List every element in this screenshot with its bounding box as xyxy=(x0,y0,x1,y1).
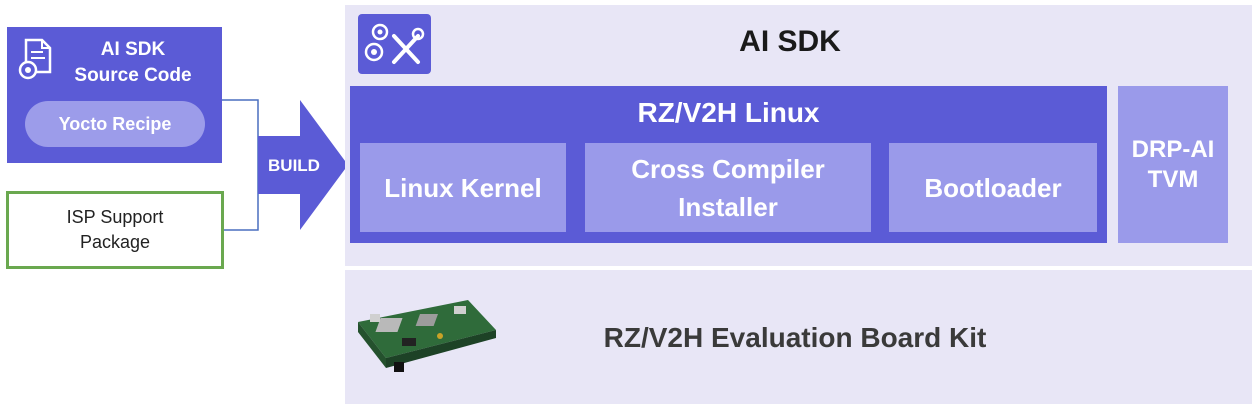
drp-ai-tvm-block: DRP-AI TVM xyxy=(1118,86,1228,243)
isp-line1: ISP Support xyxy=(66,207,164,227)
cross-compiler-block: Cross Compiler Installer xyxy=(585,143,871,232)
evaluation-board-title: RZ/V2H Evaluation Board Kit xyxy=(603,322,987,353)
cross-compiler-line2: Installer xyxy=(678,191,778,222)
gears-tools-icon xyxy=(358,14,431,74)
build-arrow-icon xyxy=(258,100,348,230)
bootloader-label: Bootloader xyxy=(924,172,1062,203)
isp-support-package-box: ISP Support Package xyxy=(6,191,224,269)
rzv2h-linux-title: RZ/V2H Linux xyxy=(637,97,820,128)
ai-sdk-title: AI SDK xyxy=(739,25,841,58)
cross-compiler-line1: Cross Compiler xyxy=(631,153,825,184)
drp-line2: TVM xyxy=(1147,165,1199,193)
source-title-line1: AI SDK xyxy=(100,39,166,60)
evaluation-board-panel xyxy=(345,270,1252,404)
bootloader-block: Bootloader xyxy=(889,143,1097,232)
yocto-recipe-pill: Yocto Recipe xyxy=(25,101,205,147)
linux-kernel-label: Linux Kernel xyxy=(384,172,542,203)
isp-line2: Package xyxy=(79,232,151,252)
document-gear-icon xyxy=(18,38,52,80)
source-title-line2: Source Code xyxy=(74,65,192,86)
build-label: BUILD xyxy=(268,156,320,175)
evaluation-board-image xyxy=(358,300,496,372)
linux-kernel-block: Linux Kernel xyxy=(360,143,566,232)
drp-line1: DRP-AI xyxy=(1131,135,1215,163)
source-code-title: AI SDK Source Code xyxy=(58,37,208,89)
